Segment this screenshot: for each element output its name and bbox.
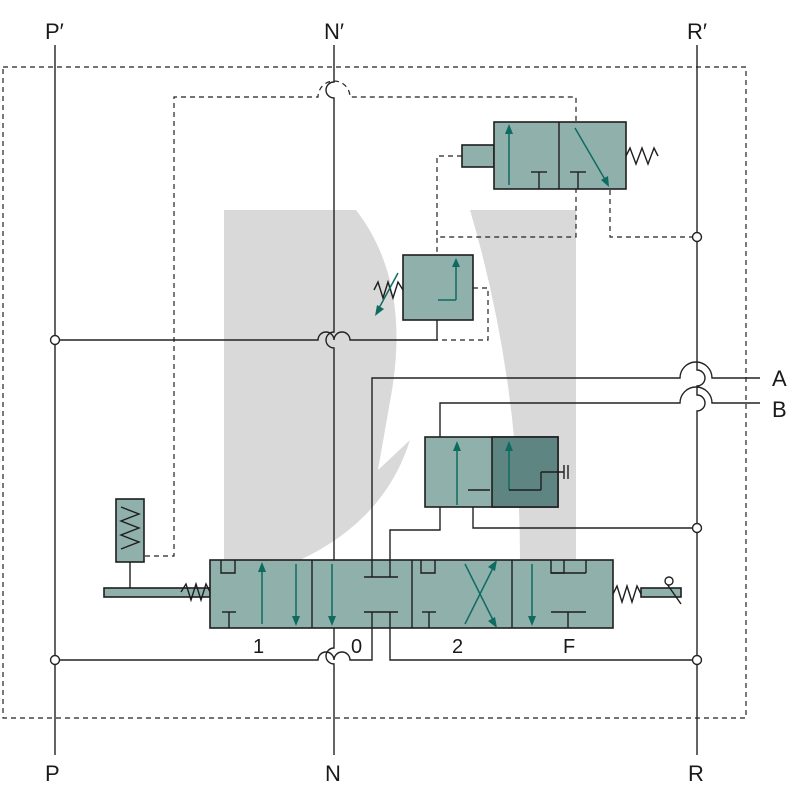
line-n: [325, 45, 335, 755]
check-valve-block: [424, 436, 569, 508]
position-label-f: F: [563, 636, 576, 658]
pressure-valve: [373, 254, 474, 321]
port-label-p-bottom: P: [45, 761, 60, 786]
line-r: [696, 45, 706, 755]
spring-icon: [180, 581, 211, 603]
enclosure-boundary: [2, 66, 747, 719]
port-label-r-top: R′: [687, 19, 708, 44]
port-label-n-top: N′: [324, 19, 345, 44]
junction-dot: [691, 231, 703, 243]
pilot-line-main: [145, 80, 577, 557]
main-control-valve: [103, 559, 682, 629]
port-label-r-bottom: R: [688, 761, 704, 786]
line-a: [371, 361, 760, 560]
junction-dot: [49, 334, 61, 346]
line-b: [389, 386, 760, 560]
line-p-to-main-valve: [55, 628, 373, 661]
spring-icon: [625, 146, 659, 166]
port-label-p-top: P′: [45, 19, 64, 44]
line-check-to-r: [472, 507, 697, 529]
spring-icon: [612, 583, 642, 605]
lever-rod: [640, 587, 682, 598]
junction-dot: [691, 522, 703, 534]
pilot-spring-element: [115, 498, 145, 590]
port-label-a: A: [772, 366, 787, 391]
drain-line-upper: [609, 190, 697, 238]
drain-line-pressure: [437, 287, 489, 341]
junction-dot: [691, 654, 703, 666]
port-label-b: B: [772, 397, 787, 422]
line-p-to-pressure-valve: [55, 318, 438, 341]
junction-dot: [49, 654, 61, 666]
position-label-1: 1: [253, 636, 265, 658]
position-label-2: 2: [452, 636, 464, 658]
hand-lever-icon: [666, 583, 682, 605]
port-label-n-bottom: N: [325, 761, 341, 786]
spring-icon: [373, 279, 404, 301]
line-r-to-main-valve: [389, 628, 697, 661]
upper-directional-valve: [461, 121, 659, 190]
lever-knob: [664, 576, 674, 586]
position-label-0: 0: [351, 636, 363, 658]
